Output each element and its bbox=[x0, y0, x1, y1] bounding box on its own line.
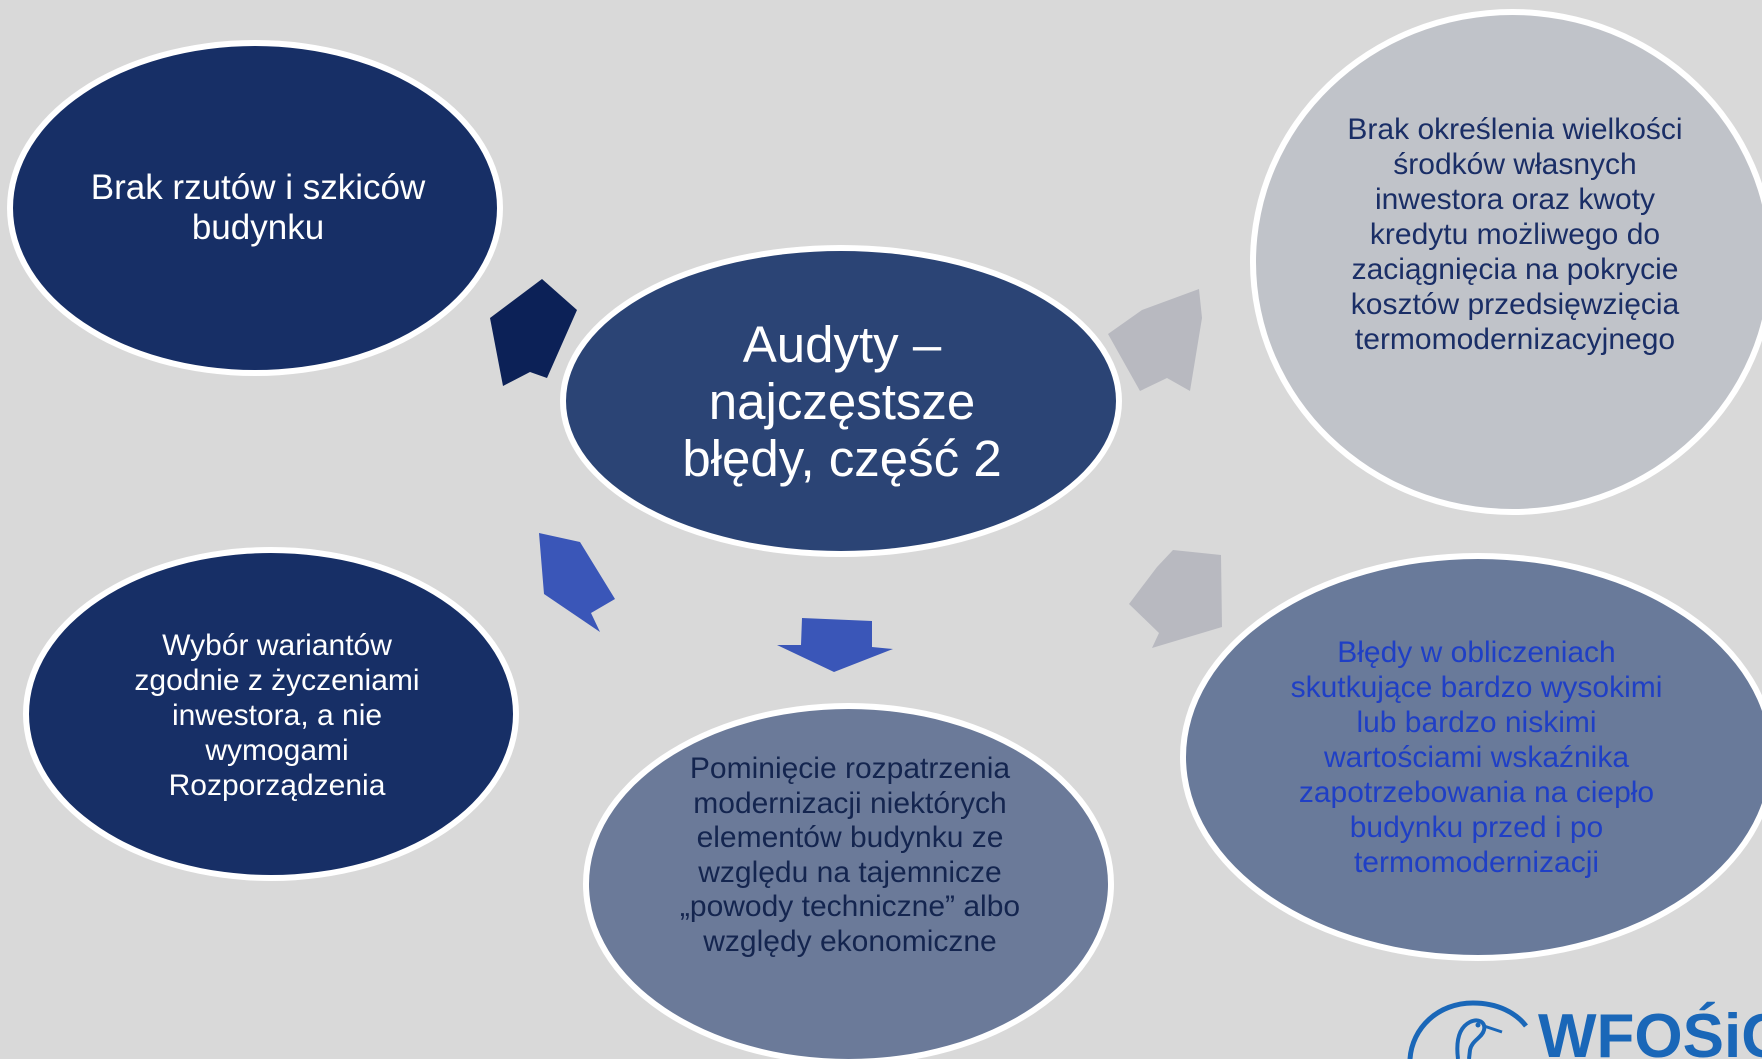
node-calculation-errors-text: Błędy w obliczeniach skutkujące bardzo w… bbox=[1290, 636, 1663, 879]
node-omitted-elements: Pominięcie rozpatrzenia modernizacji nie… bbox=[583, 703, 1114, 1059]
arrow-up-left-icon bbox=[490, 279, 577, 386]
node-investor-funds-text: Brak określenia wielkości środków własny… bbox=[1347, 112, 1683, 356]
center-node: Audyty – najczęstsze błędy, część 2 bbox=[560, 245, 1122, 557]
wfosigw-logo: WFOŚiGW bbox=[1398, 998, 1762, 1059]
node-missing-drawings-text: Brak rzutów i szkiców budynku bbox=[90, 168, 426, 247]
arrow-down-icon bbox=[777, 618, 893, 672]
node-missing-drawings: Brak rzutów i szkiców budynku bbox=[7, 40, 503, 376]
logo-text: WFOŚiGW bbox=[1538, 1002, 1762, 1059]
stork-logo-icon bbox=[1407, 1000, 1528, 1059]
node-calculation-errors: Błędy w obliczeniach skutkujące bardzo w… bbox=[1180, 553, 1762, 961]
node-investor-funds: Brak określenia wielkości środków własny… bbox=[1250, 9, 1762, 515]
arrow-down-right-icon bbox=[1129, 550, 1222, 648]
arrow-up-right-icon bbox=[1108, 289, 1202, 391]
node-variant-selection-text: Wybór wariantów zgodnie z życzeniami inw… bbox=[134, 628, 420, 802]
node-omitted-elements-text: Pominięcie rozpatrzenia modernizacji nie… bbox=[679, 752, 1021, 958]
node-variant-selection: Wybór wariantów zgodnie z życzeniami inw… bbox=[23, 547, 519, 881]
arrow-down-left-icon bbox=[539, 533, 615, 632]
center-title: Audyty – najczęstsze błędy, część 2 bbox=[682, 315, 1002, 487]
